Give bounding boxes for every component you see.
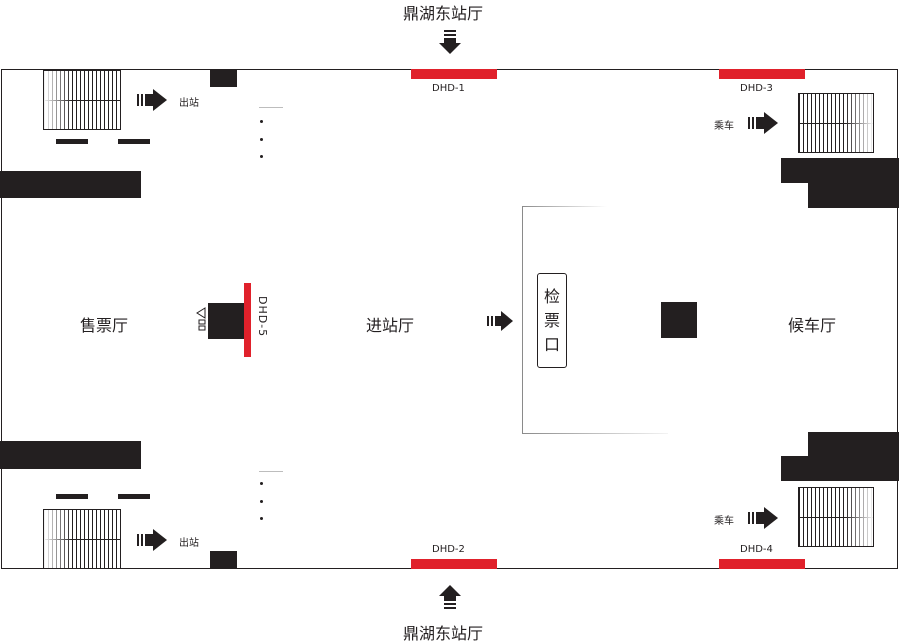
wall-right-lower-b [781,456,899,481]
barrier-top-left-2 [118,139,150,144]
ticket-check-char-2: 票 [543,310,560,330]
ad-spot-dhd1-label: DHD-1 [432,83,465,94]
staircase-icon [798,93,874,153]
ad-spot-dhd3-bar [719,69,805,79]
board-label-top: 乘车 [714,121,734,132]
waiting-hall-label: 候车厅 [788,316,837,335]
ad-spot-dhd4-label: DHD-4 [740,544,773,555]
staircase-icon [798,487,874,547]
wall-left-lower [0,441,141,469]
arrow-up-icon [439,585,461,609]
arrow-right-icon [748,112,778,134]
entry-hall-label: 进站厅 [366,316,415,335]
arrow-down-icon [439,30,461,54]
gate-boundary-top [522,206,607,207]
exit-label-top: 出站 [179,98,199,109]
staircase-icon [43,509,121,569]
ad-spot-dhd5-label: DHD-5 [256,296,269,338]
wall-right-upper-a [781,158,899,183]
gate-boundary-left [522,206,523,434]
ticket-check-char-1: 检 [543,286,560,306]
ticket-check-gate: 检 票 口 [537,273,567,368]
ticket-check-char-3: 口 [543,334,560,354]
ad-spot-dhd5-block [208,303,246,339]
top-hall-label: 鼎湖东站厅 [403,4,484,23]
ad-spot-dhd4-bar [719,559,805,569]
barrier-bottom-left-1 [56,494,88,499]
exit-label-bottom: 出站 [179,538,199,549]
divider-line-top [259,107,283,108]
arrow-right-icon [748,507,778,529]
ad-spot-dhd5-bar [244,283,251,357]
staircase-icon [43,70,121,130]
wall-right-upper-b [808,180,899,208]
pillar-top [210,70,237,87]
bottom-hall-label: 鼎湖东站厅 [403,624,484,643]
ticket-hall-label: 售票厅 [80,316,129,335]
arrow-left-icon [196,307,206,331]
arrow-right-icon [487,311,513,331]
dotted-marker-bottom [260,482,263,520]
dotted-marker-top [260,120,263,158]
divider-line-bottom [259,471,283,472]
arrow-right-icon [137,529,167,551]
wall-left-upper [0,171,141,198]
gate-boundary-bottom [522,433,668,434]
ad-spot-dhd2-label: DHD-2 [432,544,465,555]
ad-spot-dhd2-bar [411,559,497,569]
wall-right-lower-a [808,432,899,460]
barrier-bottom-left-2 [118,494,150,499]
ad-spot-dhd3-label: DHD-3 [740,83,773,94]
barrier-top-left-1 [56,139,88,144]
board-label-bottom: 乘车 [714,516,734,527]
pillar-bottom [210,551,237,568]
arrow-right-icon [137,89,167,111]
ad-spot-dhd1-bar [411,69,497,79]
center-pillar [661,302,697,338]
